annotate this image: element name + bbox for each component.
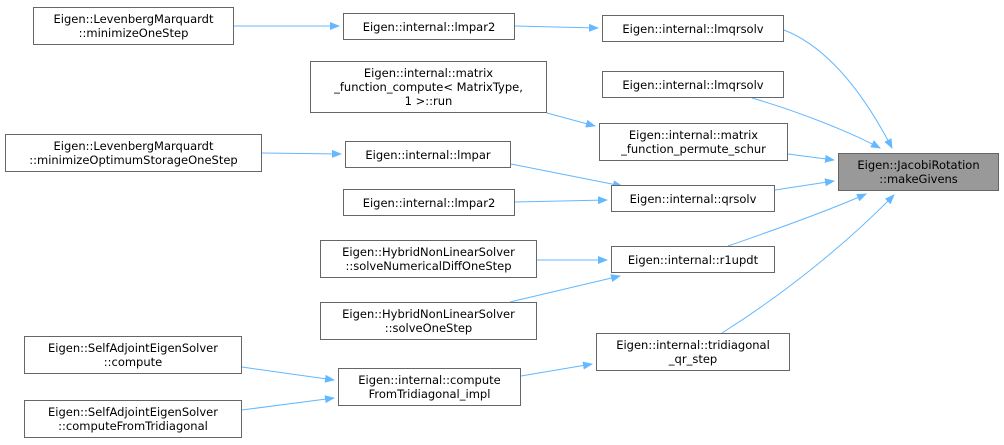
node-label-line: Eigen::internal::tridiagonal [616, 338, 770, 352]
node-label-line: Eigen::internal::matrix [628, 128, 759, 142]
edge-lmpar2_mid-to-qrsolv [514, 196, 608, 205]
node-label-line: Eigen::internal::lmpar [365, 147, 491, 162]
node-label-line: FromTridiagonal_impl [368, 387, 491, 401]
edge-saes_compute-to-compute_tri [241, 366, 335, 383]
edge-lmpar-to-qrsolv [510, 163, 623, 189]
edge-lm_min_opt-to-lmpar [261, 149, 342, 158]
node-label-line: ::makeGivens [879, 172, 958, 186]
edge-lmqrsolv_2-to-focus [751, 97, 881, 149]
node-levenbergmarquardt-minimizeoptimumstorageonestep[interactable]: Eigen::LevenbergMarquardt ::minimizeOpti… [5, 134, 262, 172]
node-label-line: Eigen::internal::lmpar2 [362, 195, 496, 210]
edge-saes_compute_tri-to-compute_tri [241, 395, 335, 411]
node-levenbergmarquardt-minimizeonestep[interactable]: Eigen::LevenbergMarquardt ::minimizeOneS… [33, 7, 234, 45]
node-label-line: _qr_step [668, 352, 718, 366]
node-internal-lmpar2[interactable]: Eigen::internal::lmpar2 [343, 13, 515, 40]
edge-compute_run-to-permute_schur [546, 112, 596, 128]
node-label-line: ::solveNumericalDiffOneStep [345, 259, 512, 273]
edge-lmqrsolv_1-to-focus [783, 29, 893, 149]
edge-hybrid_one-to-r1updt [509, 274, 621, 303]
node-hybridnonlinearsolver-solveonestep[interactable]: Eigen::HybridNonLinearSolver ::solveOneS… [320, 302, 537, 340]
edge-compute_tri-to-tridiagonal_qr [520, 361, 593, 377]
node-label-line: ::minimizeOneStep [78, 26, 189, 40]
node-label-line: ::solveOneStep [384, 321, 473, 335]
node-label-line: Eigen::internal::matrix [363, 66, 494, 80]
node-label-line: Eigen::SelfAdjointEigenSolver [48, 405, 218, 419]
node-label-line: Eigen::LevenbergMarquardt [53, 139, 214, 153]
node-label-line: ::minimizeOptimumStorageOneStep [29, 153, 238, 167]
node-internal-lmpar[interactable]: Eigen::internal::lmpar [345, 141, 511, 168]
node-internal-lmqrsolv-2[interactable]: Eigen::internal::lmqrsolv [602, 71, 784, 98]
node-hybridnonlinearsolver-solvenumericaldiffonestep[interactable]: Eigen::HybridNonLinearSolver ::solveNume… [320, 240, 537, 278]
node-label-line: Eigen::internal::lmpar2 [362, 19, 496, 34]
edge-r1updt-to-focus [727, 193, 867, 247]
node-internal-computefromtridiagonal-impl[interactable]: Eigen::internal::compute FromTridiagonal… [338, 368, 521, 406]
node-internal-matrix-function-compute-run[interactable]: Eigen::internal::matrix _function_comput… [310, 61, 547, 113]
node-label-line: _function_permute_schur [621, 142, 766, 156]
node-internal-r1updt[interactable]: Eigen::internal::r1updt [611, 246, 775, 273]
node-label-line: Eigen::HybridNonLinearSolver [342, 245, 515, 259]
node-label-line: Eigen::internal::compute [358, 373, 501, 387]
edge-qrsolv-to-focus [774, 178, 835, 191]
node-label-line: Eigen::JacobiRotation [857, 158, 980, 172]
node-label-line: Eigen::internal::lmqrsolv [622, 21, 764, 36]
node-label-line: Eigen::internal::lmqrsolv [622, 77, 764, 92]
node-internal-lmqrsolv[interactable]: Eigen::internal::lmqrsolv [602, 15, 784, 42]
focus-node-jacobirotation-makegivens: Eigen::JacobiRotation ::makeGivens [838, 153, 999, 191]
node-label-line: Eigen::internal::r1updt [627, 252, 759, 267]
node-label-line: ::compute [103, 355, 163, 369]
node-selfadjointeigensolver-compute[interactable]: Eigen::SelfAdjointEigenSolver ::compute [24, 336, 242, 374]
node-selfadjointeigensolver-computefromtridiagonal[interactable]: Eigen::SelfAdjointEigenSolver ::computeF… [24, 400, 242, 438]
node-label-line: Eigen::HybridNonLinearSolver [342, 307, 515, 321]
edge-permute_schur-to-focus [787, 153, 835, 163]
node-internal-qrsolv[interactable]: Eigen::internal::qrsolv [611, 185, 775, 212]
edge-lmpar2_top-to-lmqrsolv_1 [514, 23, 599, 32]
node-label-line: ::computeFromTridiagonal [58, 419, 208, 433]
node-internal-matrix-function-permute-schur[interactable]: Eigen::internal::matrix _function_permut… [599, 123, 788, 161]
node-internal-lmpar2-2[interactable]: Eigen::internal::lmpar2 [343, 189, 515, 216]
node-internal-tridiagonal-qr-step[interactable]: Eigen::internal::tridiagonal _qr_step [596, 333, 790, 371]
node-label-line: Eigen::internal::qrsolv [629, 191, 757, 206]
edge-tridiagonal_qr-to-focus [721, 194, 895, 334]
node-label-line: Eigen::LevenbergMarquardt [53, 12, 214, 26]
node-label-line: 1 >::run [404, 94, 453, 108]
node-label-line: Eigen::SelfAdjointEigenSolver [48, 341, 218, 355]
node-label-line: _function_compute< MatrixType, [334, 80, 523, 94]
